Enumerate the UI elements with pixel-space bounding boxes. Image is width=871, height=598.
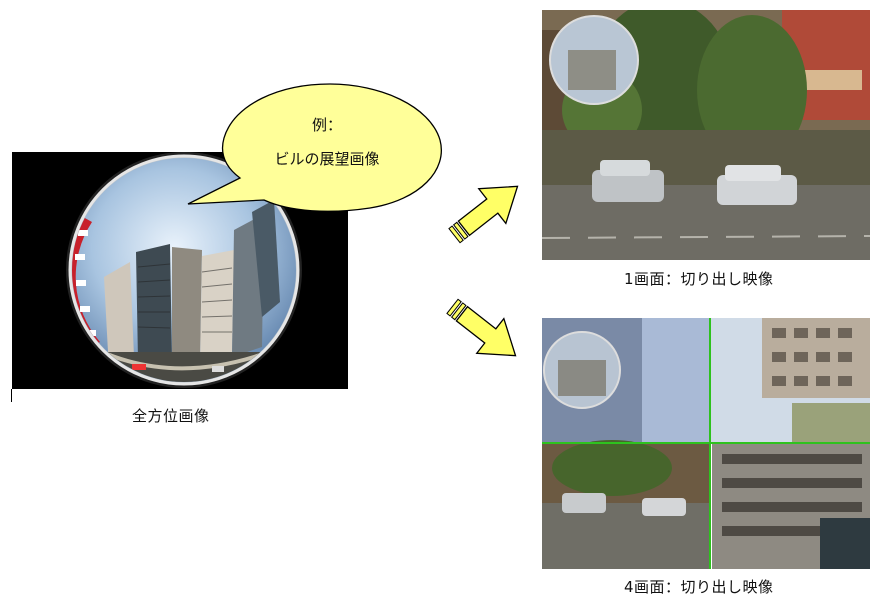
- quad-view-image: [542, 318, 870, 569]
- street-view-photo: [542, 10, 870, 260]
- omni-caption: 全方位画像: [132, 407, 210, 425]
- single-caption: 1画面：切り出し映像: [624, 270, 774, 288]
- quad-caption: 4画面：切り出し映像: [624, 578, 774, 596]
- frame-tick: [11, 389, 12, 402]
- single-view-image: [542, 10, 870, 260]
- arrow-to-single-icon: [448, 185, 519, 244]
- callout-line-2: ビルの展望画像: [274, 150, 380, 168]
- quad-view-photo: [542, 318, 870, 569]
- arrow-to-quad-icon: [446, 298, 517, 357]
- callout-bubble: [187, 83, 442, 212]
- callout-text: 例： ビルの展望画像: [252, 108, 402, 176]
- callout-line-1: 例：: [311, 116, 342, 134]
